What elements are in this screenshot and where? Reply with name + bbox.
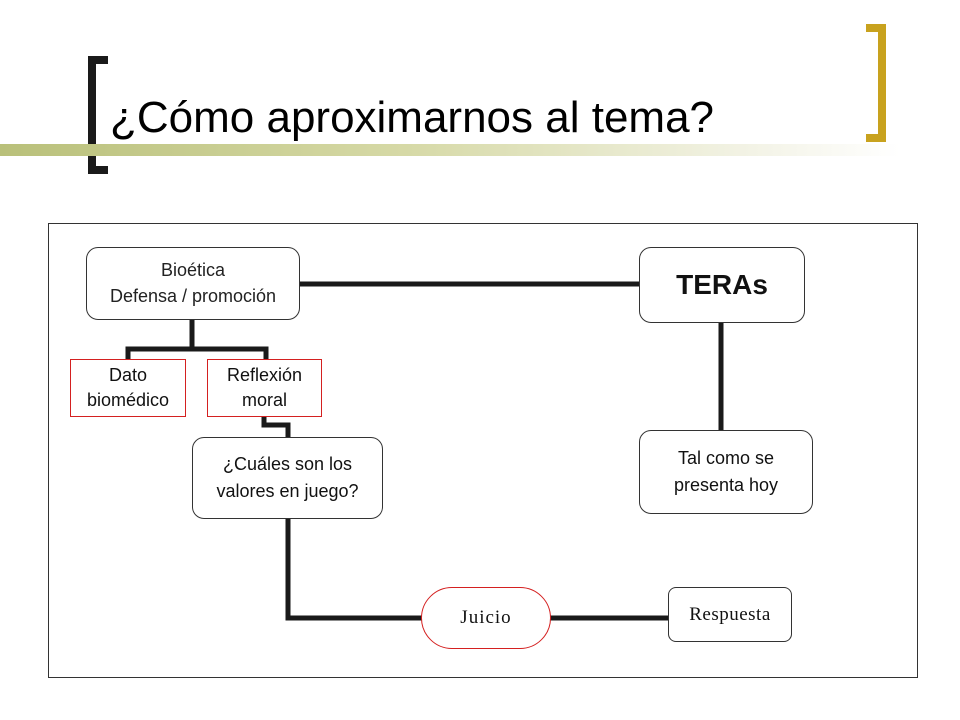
slide-title: ¿Cómo aproximarnos al tema? bbox=[110, 93, 715, 142]
node-tal-como-label: Tal como se presenta hoy bbox=[673, 448, 779, 495]
node-juicio: Juicio bbox=[421, 587, 551, 649]
diagram-frame bbox=[48, 223, 918, 678]
node-bioetica: Bioética Defensa / promoción bbox=[86, 247, 300, 320]
title-bracket-right bbox=[866, 24, 886, 142]
node-respuesta-label: Respuesta bbox=[689, 603, 771, 625]
node-dato-biomedico: Dato biomédico bbox=[70, 359, 186, 417]
node-dato-label: Dato biomédico bbox=[86, 364, 170, 410]
node-teras-label: TERAs bbox=[676, 269, 768, 300]
node-valores-label: ¿Cuáles son los valores en juego? bbox=[216, 454, 359, 501]
node-respuesta: Respuesta bbox=[668, 587, 792, 642]
connector-reflexion-valores bbox=[261, 413, 291, 440]
node-reflexion-label: Reflexión moral bbox=[226, 364, 303, 410]
node-valores-en-juego: ¿Cuáles son los valores en juego? bbox=[192, 437, 383, 519]
title-underline-band bbox=[0, 144, 900, 156]
connector-bioetica-children bbox=[125, 317, 269, 363]
node-reflexion-moral: Reflexión moral bbox=[207, 359, 322, 417]
node-bioetica-label: Bioética Defensa / promoción bbox=[109, 260, 277, 306]
connector-valores-juicio bbox=[285, 516, 425, 621]
node-juicio-label: Juicio bbox=[460, 607, 512, 628]
node-teras: TERAs bbox=[639, 247, 805, 323]
title-bracket-left bbox=[88, 56, 108, 174]
node-tal-como-se-presenta: Tal como se presenta hoy bbox=[639, 430, 813, 514]
